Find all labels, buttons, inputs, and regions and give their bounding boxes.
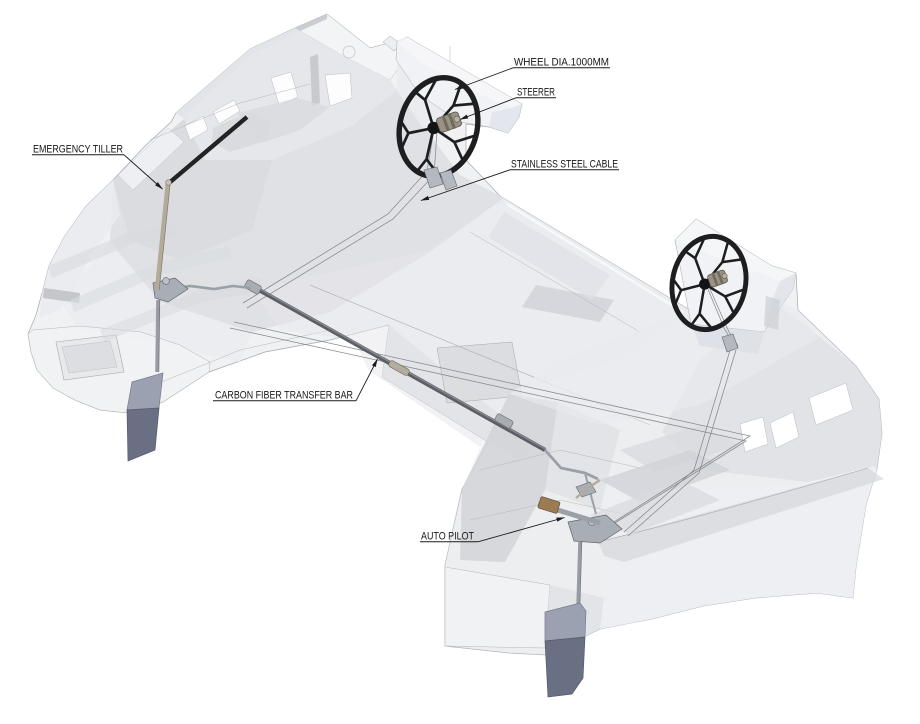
port-step-recess-inner <box>61 340 118 374</box>
stbd-window-2 <box>769 411 800 449</box>
label-emerg-tiller: EMERGENCY TILLER <box>32 144 163 190</box>
steering-cables <box>229 129 751 537</box>
transfer-bar <box>244 279 599 515</box>
port-rudder-stock <box>155 299 160 373</box>
label-steerer: STEERER <box>459 87 556 120</box>
stbd-inner-face-2 <box>545 402 620 510</box>
roof-window-0 <box>184 115 209 141</box>
cabin-pillar <box>310 54 320 106</box>
label-auto-pilot-text: AUTO PILOT <box>421 531 474 543</box>
autopilot-motor <box>537 496 561 514</box>
emergency-tiller-joint <box>165 179 172 186</box>
stbd-companionway-panel <box>764 296 780 330</box>
label-emerg-tiller-text: EMERGENCY TILLER <box>33 144 123 156</box>
stbd-rudder-blade-upper <box>544 602 587 642</box>
bar-sleeve <box>388 360 410 376</box>
label-steerer-leader <box>459 97 517 120</box>
label-transfer-bar: CARBON FIBER TRANSFER BAR <box>213 358 378 402</box>
label-auto-pilot-leader <box>477 517 565 543</box>
stbd-rudder-blade <box>544 636 586 698</box>
stbd-wheel-hub <box>699 278 711 290</box>
label-cable-leader <box>420 169 511 201</box>
port-wheel-foot-2 <box>439 169 458 191</box>
cable-port-2 <box>246 131 438 309</box>
port-steerer-ring-2 <box>447 112 456 130</box>
emergency-tiller-rod <box>167 115 249 185</box>
label-wheel-dia: WHEEL DIA.1000MM <box>454 57 610 90</box>
stbd-inner-face <box>460 394 558 562</box>
roof-window-2 <box>270 71 299 106</box>
coaming-cap <box>506 202 687 316</box>
cable-cross-1 <box>233 321 751 523</box>
stbd-drag-link <box>543 449 599 481</box>
stbd-rudder-stock <box>576 541 582 609</box>
port-rudder-head <box>152 277 189 303</box>
port-sidedeck-band <box>40 180 120 317</box>
stbd-helm-wheel <box>669 233 749 333</box>
port-pedestal-top <box>397 37 522 108</box>
annotations: WHEEL DIA.1000MM STEERER STAINLESS STEEL… <box>32 57 619 543</box>
port-head-cap <box>162 277 170 285</box>
cockpit-well-facet <box>110 90 504 332</box>
stbd-rudder-stock-edge <box>579 541 583 609</box>
port-rudder-group <box>126 115 252 462</box>
port-wheel-foot-1 <box>423 166 444 189</box>
deck-seam-2 <box>469 231 641 333</box>
stbd-steerer <box>707 269 728 288</box>
cable-stbd-3 <box>623 346 732 533</box>
windshield-pane <box>117 127 185 191</box>
stbd-rudder-group <box>537 479 623 698</box>
stbd-cable-guide <box>721 333 739 353</box>
port-step-face-2 <box>70 246 232 312</box>
deck-pad <box>522 285 614 322</box>
stbd-steerer-shaft-end <box>721 273 728 279</box>
bar-fitting <box>494 413 514 429</box>
port-steerer <box>436 111 462 133</box>
stbd-rudder-head <box>567 514 623 544</box>
port-pedestal-side <box>489 104 522 133</box>
label-steerer-text: STEERER <box>517 87 555 99</box>
port-steerer-ring-1 <box>441 115 450 132</box>
port-side-window <box>43 288 80 303</box>
stbd-link-tube <box>575 479 601 499</box>
bar-ujoint-left <box>244 279 262 295</box>
cable-stbd-4 <box>627 349 737 537</box>
label-transfer-bar-text: CARBON FIBER TRANSFER BAR <box>215 390 353 402</box>
cockpit-seat-l <box>488 212 610 300</box>
port-step-face-3 <box>100 278 262 342</box>
port-wheel-hub <box>427 121 440 135</box>
stbd-steerer-ring-1 <box>711 272 719 287</box>
label-auto-pilot: AUTO PILOT <box>420 517 565 543</box>
stbd-steerer-ring-2 <box>716 270 724 285</box>
emergency-tiller-shaft <box>154 182 171 291</box>
steering-gear <box>126 74 751 698</box>
roof-window-3 <box>324 72 353 107</box>
roof-vent <box>342 45 356 59</box>
label-transfer-bar-leader <box>355 358 378 402</box>
cable-port-1 <box>242 129 435 304</box>
label-wheel-dia-leader <box>454 67 514 90</box>
label-cable-text: STAINLESS STEEL CABLE <box>511 159 618 171</box>
sidedeck-edge <box>149 83 311 141</box>
stbd-step-c <box>590 480 720 535</box>
label-emerg-tiller-leader <box>123 154 163 190</box>
stbd-wheel-rim <box>669 233 749 333</box>
stbd-inner-step-1 <box>479 449 641 471</box>
stbd-topside-shadow <box>598 468 884 562</box>
port-step-face-1 <box>48 224 180 278</box>
label-wheel-dia-text: WHEEL DIA.1000MM <box>514 57 609 69</box>
emergency-tiller-shaft-edge <box>158 182 171 291</box>
stbd-window-3 <box>808 382 854 426</box>
windshield-inner-facet <box>237 98 330 143</box>
stbd-step-b <box>600 450 730 502</box>
port-rudder-blade <box>126 407 160 462</box>
label-cable: STAINLESS STEEL CABLE <box>420 159 619 201</box>
port-rudder-stock-edge <box>158 299 161 373</box>
